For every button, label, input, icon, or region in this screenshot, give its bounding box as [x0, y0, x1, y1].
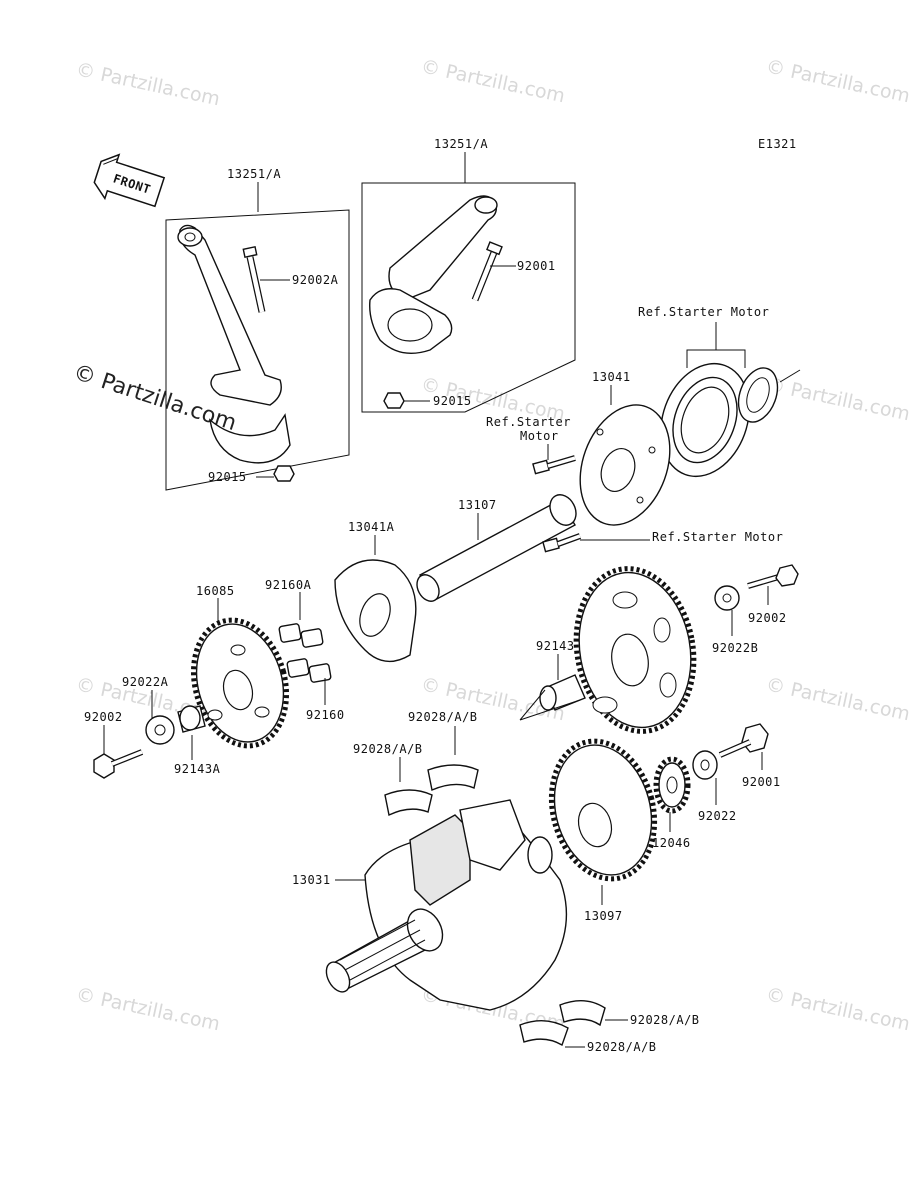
label-13251-right: 13251/A	[434, 137, 488, 151]
label-92028-3: 92028/A/B	[630, 1013, 700, 1027]
watermark: © Partzilla.com	[764, 373, 912, 425]
conrod-right-group: 13251/A 92001 92015	[361, 137, 576, 413]
crank-gear-group: 13097	[548, 738, 658, 923]
gear-16085-group: 16085	[190, 584, 290, 749]
label-ref-starter-mid-2: Motor	[520, 429, 559, 443]
label-13097: 13097	[584, 909, 623, 923]
bearing-lower-group: 92028/A/B 92028/A/B	[519, 1000, 700, 1054]
label-ref-starter-right: Ref.Starter Motor	[652, 530, 783, 544]
watermark: © Partzilla.com	[764, 673, 912, 725]
bearing-upper-group: 92028/A/B 92028/A/B	[353, 710, 479, 817]
damper-group: 92160A 92160	[265, 578, 345, 722]
label-92022A: 92022A	[122, 675, 169, 689]
starter-gear-group: 92143 92022B 92002	[519, 564, 799, 734]
label-92002A-left: 92002A	[292, 273, 339, 287]
label-16085: 16085	[196, 584, 235, 598]
label-92028-2: 92028/A/B	[353, 742, 423, 756]
right-hardware-group: 92001 92022 12046	[652, 723, 781, 850]
watermark: © Partzilla.com	[419, 55, 567, 107]
label-92143A: 92143A	[174, 762, 221, 776]
front-arrow: FRONT	[93, 153, 166, 208]
label-92022: 92022	[698, 809, 737, 823]
label-92143: 92143	[536, 639, 575, 653]
watermark: © Partzilla.com	[764, 55, 912, 107]
label-13107: 13107	[458, 498, 497, 512]
label-92015-left: 92015	[208, 470, 247, 484]
watermark: © Partzilla.com	[74, 58, 222, 110]
left-hardware-group: 92022A 92143A 92002	[84, 675, 221, 779]
label-13251-left: 13251/A	[227, 167, 281, 181]
starter-clutch-group: Ref.Starter Motor 13041 Ref.Starter Moto…	[416, 305, 801, 602]
label-13041A: 13041A	[348, 520, 395, 534]
watermark: © Partzilla.com	[764, 983, 912, 1035]
label-92002-right: 92002	[748, 611, 787, 625]
label-13041: 13041	[592, 370, 631, 384]
label-ref-starter-mid-1: Ref.Starter	[486, 415, 571, 429]
label-92015-right: 92015	[433, 394, 472, 408]
crankshaft-group: 13031	[292, 799, 568, 1011]
label-92160A: 92160A	[265, 578, 312, 592]
label-92002A-right: 92001	[517, 259, 556, 273]
label-92028-1: 92028/A/B	[408, 710, 478, 724]
label-12046: 12046	[652, 836, 691, 850]
label-92022B: 92022B	[712, 641, 758, 655]
label-13031: 13031	[292, 873, 331, 887]
conrod-left-group: 13251/A 92002A 92015	[165, 167, 350, 491]
coupling-group: 13041A	[334, 520, 417, 663]
watermark: © Partzilla.com	[74, 983, 222, 1035]
label-92001: 92001	[742, 775, 781, 789]
label-92028-4: 92028/A/B	[587, 1040, 657, 1054]
label-92002-left: 92002	[84, 710, 123, 724]
label-ref-starter-top: Ref.Starter Motor	[638, 305, 769, 319]
label-92160: 92160	[306, 708, 345, 722]
diagram-code: E1321	[758, 137, 797, 151]
